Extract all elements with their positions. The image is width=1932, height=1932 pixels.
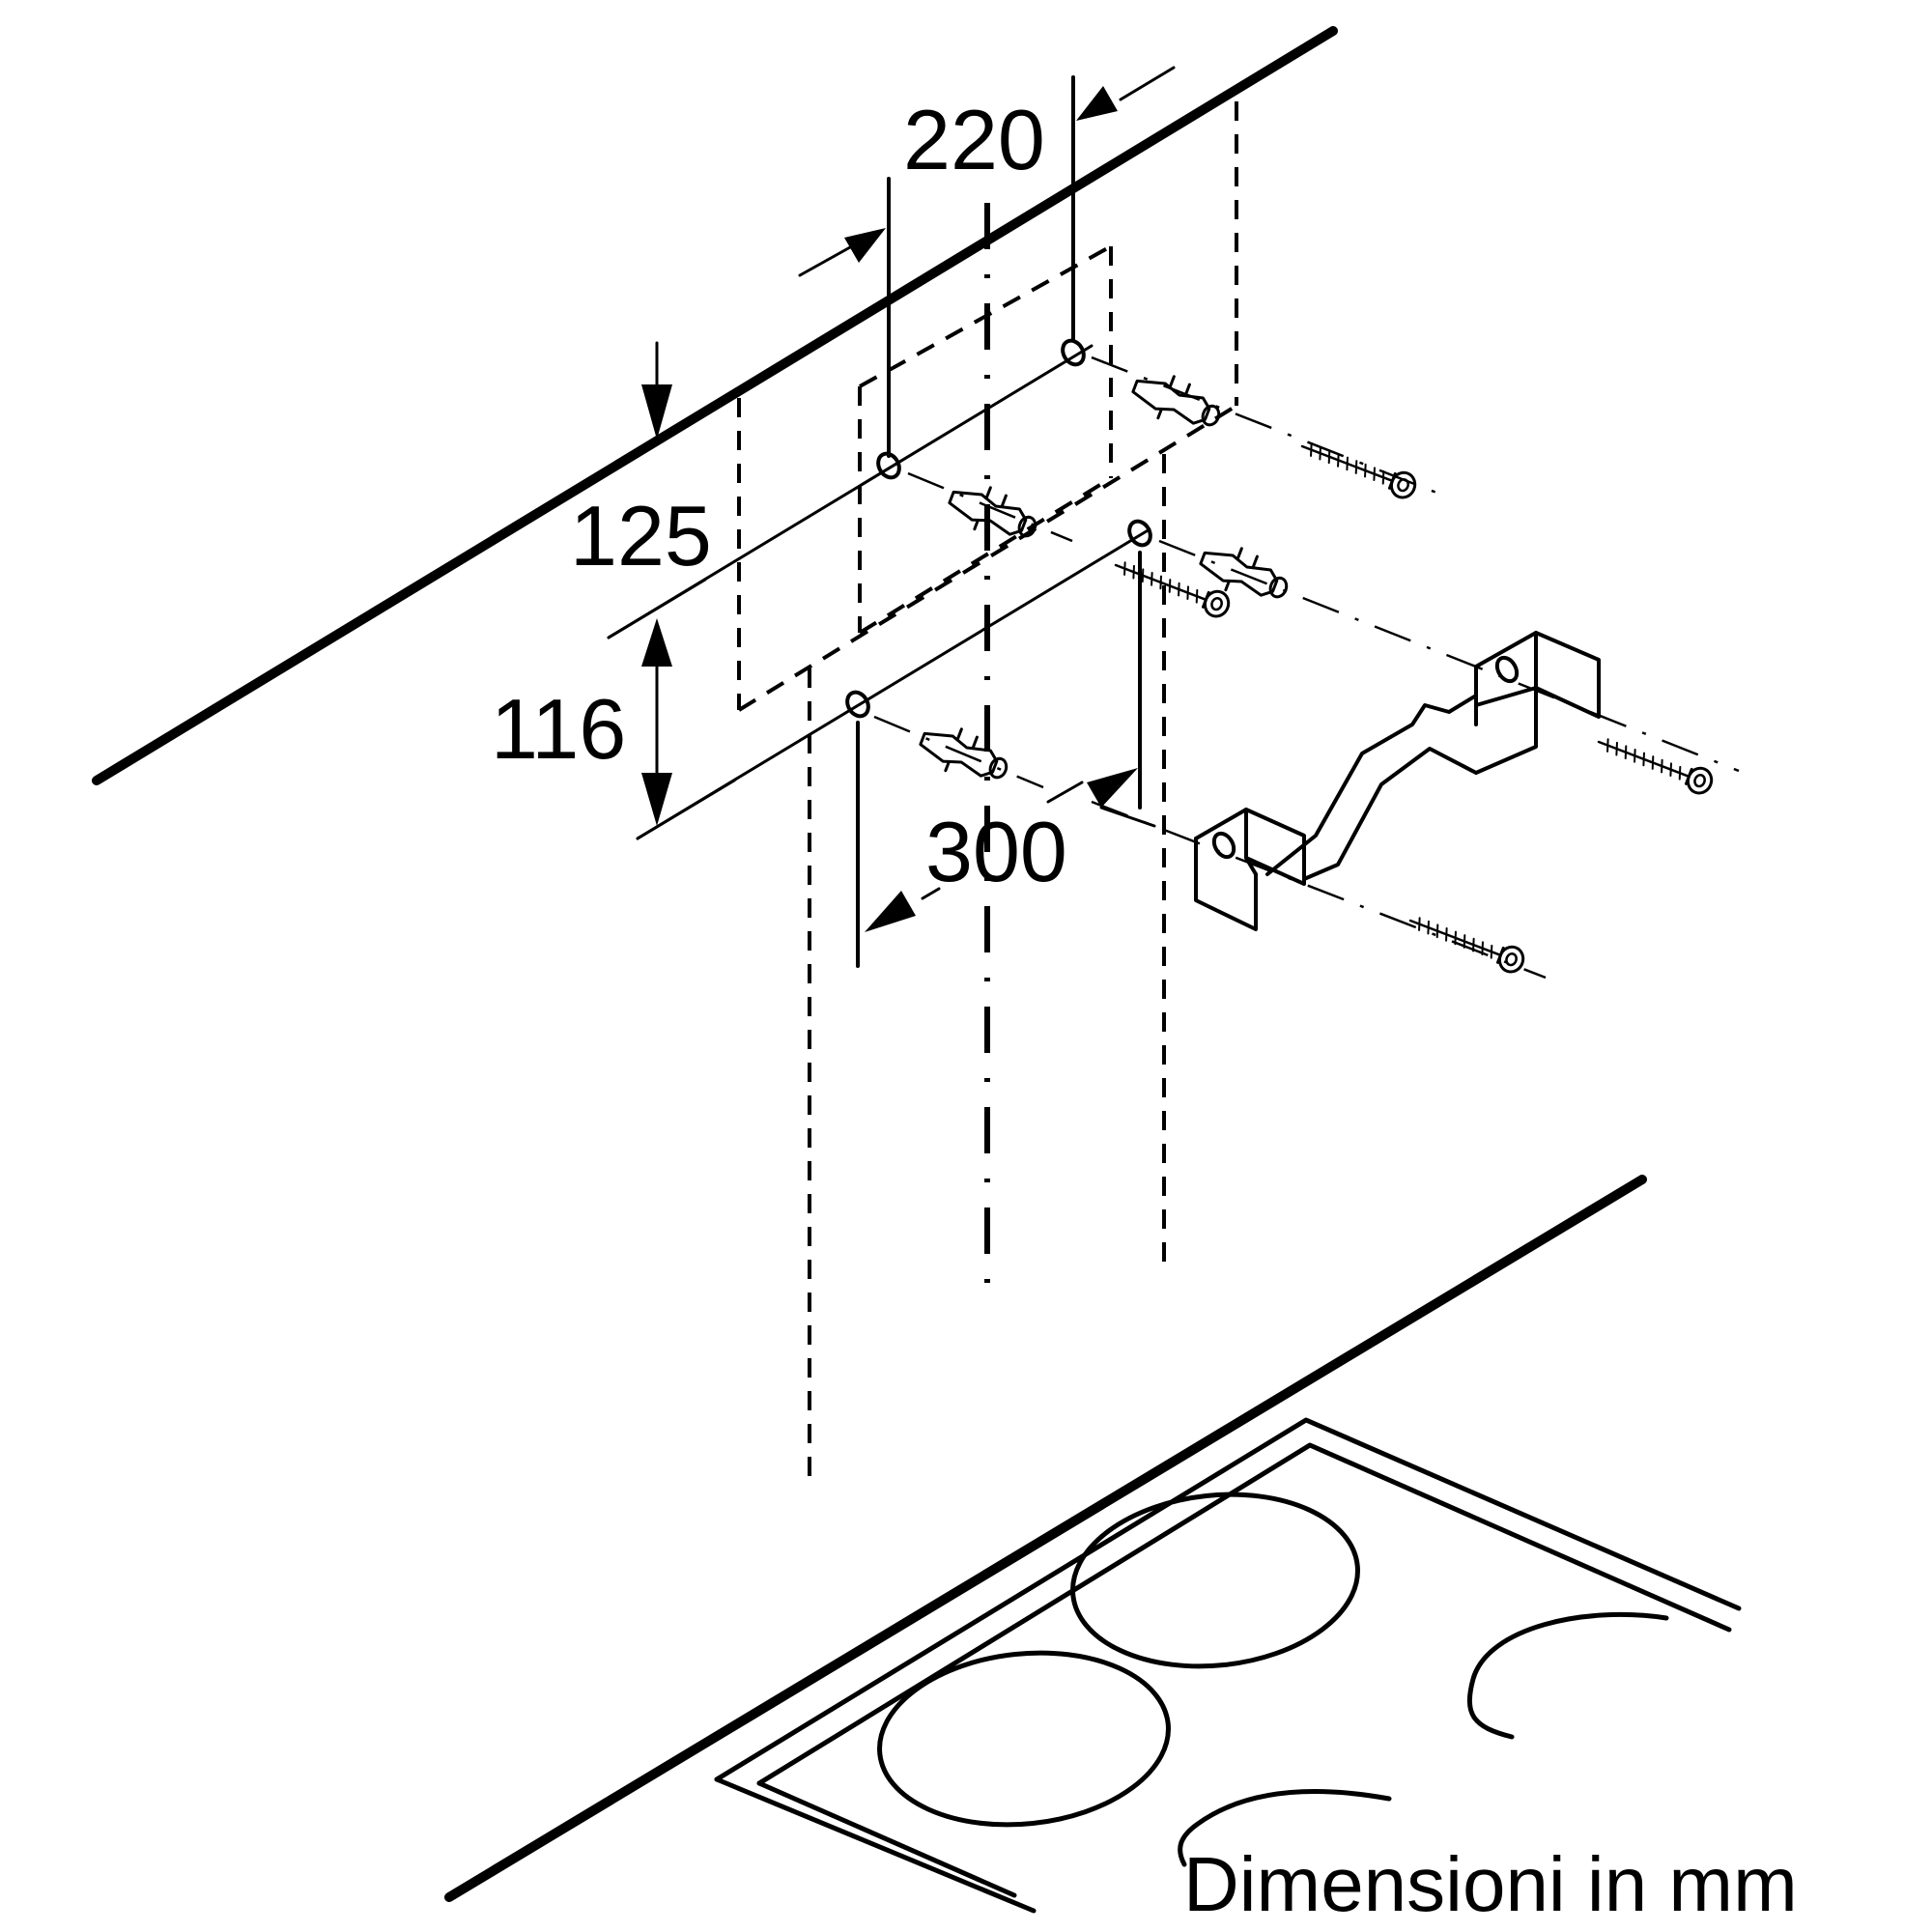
dimension-label-116: 116	[491, 681, 626, 777]
worktop-edge-line	[444, 1175, 1647, 1902]
wall-anchors	[913, 363, 1295, 793]
mounting-bracket	[1194, 631, 1601, 931]
dimension-lines	[607, 66, 1176, 968]
dimension-label-220: 220	[903, 92, 1045, 187]
dimension-label-300: 300	[925, 804, 1067, 899]
ceiling-edge-line	[92, 26, 1338, 785]
hob	[714, 1417, 1742, 1914]
fixing-axes	[873, 355, 1740, 980]
screws	[1109, 433, 1717, 978]
dimension-label-125: 125	[570, 488, 712, 583]
units-caption: Dimensioni in mm	[1183, 1841, 1798, 1927]
